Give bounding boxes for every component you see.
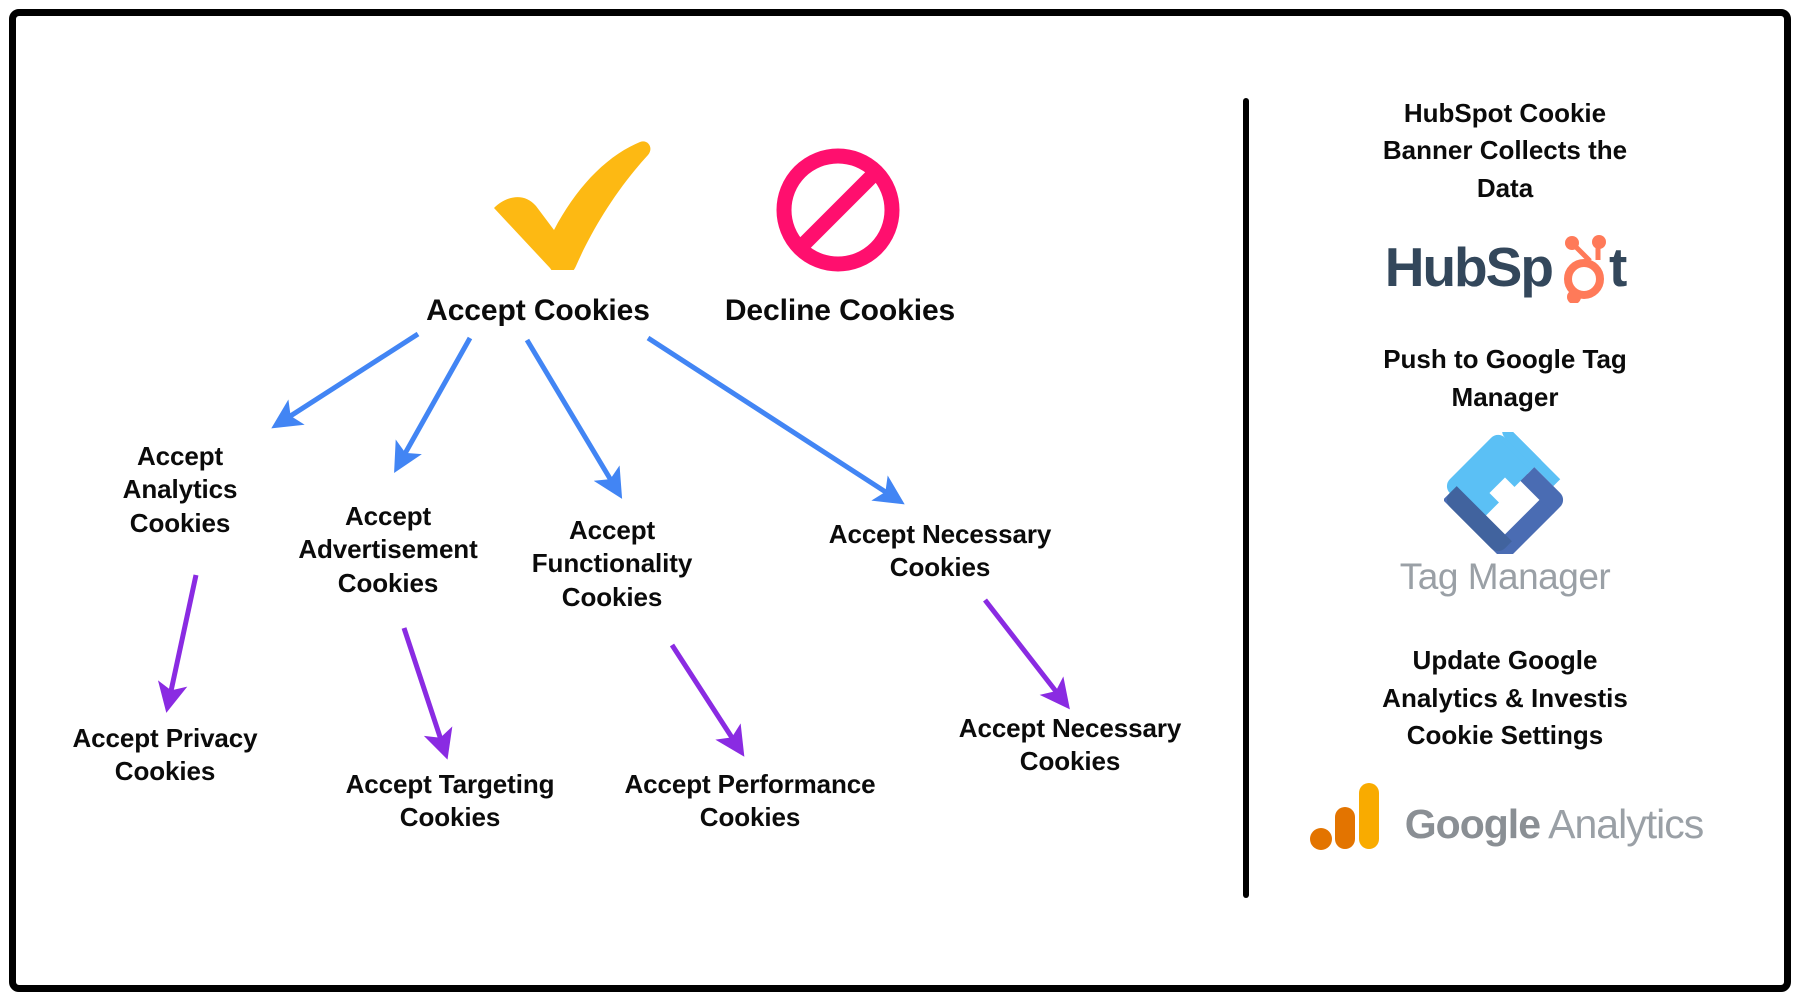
ga-wordmark: Google Analytics — [1404, 800, 1704, 853]
node-accept-advertisement-cookies[interactable]: Accept Advertisement Cookies — [298, 501, 478, 598]
hubspot-wordmark-secondary: t — [1608, 235, 1627, 298]
google-analytics-step-heading: Update Google Analytics & Investis Cooki… — [1382, 645, 1628, 751]
arrow-accept-to-functionality — [524, 338, 623, 499]
arrow-accept-to-analytics — [271, 331, 420, 429]
arrow-functionality-to-performance — [669, 643, 745, 757]
google-analytics-step: Update Google Analytics & Investis Cooki… — [1290, 642, 1720, 852]
hubspot-wordmark-primary: HubSp — [1384, 235, 1554, 298]
arrow-advertisement-to-targeting — [401, 627, 453, 760]
node-accept-analytics-cookies[interactable]: Accept Analytics Cookies — [122, 441, 238, 538]
arrow-accept-to-necessary — [646, 335, 905, 505]
hubspot-logo: HubSp t — [1290, 231, 1720, 304]
arrow-necessary-to-necessary — [983, 598, 1070, 710]
tag-manager-step: Push to Google Tag Manager — [1290, 341, 1720, 598]
hubspot-sprocket-icon — [1563, 235, 1606, 304]
arrow-analytics-to-privacy — [157, 574, 199, 713]
node-accept-cookies[interactable]: Accept Cookies — [426, 294, 650, 327]
ga-wordmark-google: Google — [1404, 800, 1541, 847]
vertical-divider — [1243, 98, 1249, 898]
node-decline-cookies[interactable]: Decline Cookies — [724, 294, 956, 327]
gtm-wordmark: Tag Manager — [1399, 556, 1611, 598]
node-accept-targeting-cookies[interactable]: Accept Targeting Cookies — [345, 769, 555, 833]
arrow-accept-to-advertisement — [394, 336, 473, 473]
tag-manager-step-heading: Push to Google Tag Manager — [1383, 344, 1627, 412]
node-accept-performance-cookies[interactable]: Accept Performance Cookies — [624, 769, 876, 833]
node-accept-necessary-cookies[interactable]: Accept Necessary Cookies — [828, 519, 1052, 583]
node-accept-necessary-cookies-leaf[interactable]: Accept Necessary Cookies — [958, 713, 1182, 777]
hubspot-step: HubSpot Cookie Banner Collects the Data … — [1290, 95, 1720, 304]
node-accept-privacy-cookies[interactable]: Accept Privacy Cookies — [72, 723, 258, 787]
ga-bars-icon — [1309, 782, 1379, 850]
ga-wordmark-analytics: Analytics — [1548, 800, 1704, 847]
gtm-diamond-icon — [1444, 432, 1564, 555]
check-icon — [494, 141, 651, 270]
ban-icon — [776, 148, 900, 272]
google-analytics-logo: Google Analytics — [1290, 777, 1720, 853]
process-rail: HubSpot Cookie Banner Collects the Data … — [1290, 95, 1720, 853]
google-tag-manager-logo — [1290, 432, 1720, 555]
node-accept-functionality-cookies[interactable]: Accept Functionality Cookies — [531, 515, 693, 612]
hubspot-step-heading: HubSpot Cookie Banner Collects the Data — [1382, 98, 1628, 203]
